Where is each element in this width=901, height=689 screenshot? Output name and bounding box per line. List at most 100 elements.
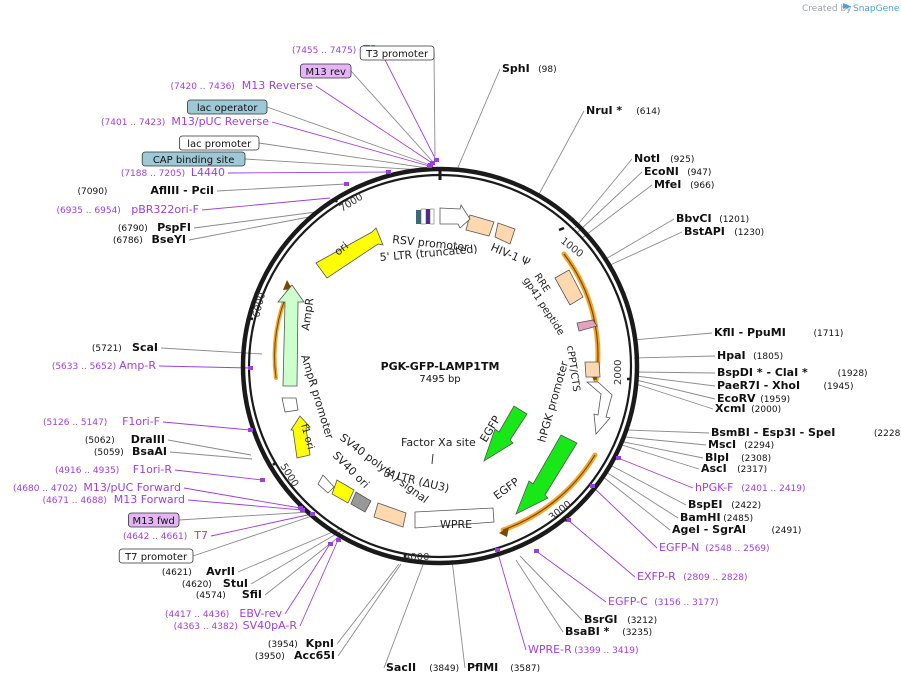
leader-line bbox=[623, 441, 704, 459]
primer-site-mark bbox=[427, 164, 432, 168]
gp41-feature bbox=[576, 319, 598, 332]
leader-line bbox=[624, 436, 707, 446]
site-label-draiii: DraIII(5062) bbox=[85, 433, 165, 446]
site-label-scai: ScaI(5721) bbox=[92, 341, 158, 354]
primer-site-mark bbox=[495, 548, 500, 552]
site-position: (2294) bbox=[744, 441, 774, 451]
site-position: (2548 .. 2569) bbox=[705, 544, 769, 554]
leader-line bbox=[167, 439, 252, 456]
site-position: (3849) bbox=[429, 664, 459, 674]
site-position: (614) bbox=[636, 107, 660, 117]
site-position: (1945) bbox=[824, 382, 854, 392]
snapgene-logo-icon bbox=[843, 3, 851, 9]
feature-badge-label: M13 fwd bbox=[132, 516, 174, 527]
site-position: (2401 .. 2419) bbox=[741, 484, 805, 494]
site-position: (4642 .. 4661) bbox=[123, 532, 187, 542]
site-position: (2422) bbox=[731, 501, 761, 511]
leader-line bbox=[183, 487, 301, 509]
site-name: ScaI bbox=[132, 341, 158, 354]
leader-line bbox=[496, 549, 527, 651]
site-name: PaeR7I - XhoI bbox=[717, 379, 800, 392]
primer-site-mark bbox=[616, 456, 621, 460]
site-name: SfiI bbox=[242, 588, 262, 601]
site-name: BlpI bbox=[705, 451, 729, 464]
ampr-feature bbox=[277, 284, 305, 387]
leader-line bbox=[634, 371, 716, 374]
leader-line bbox=[299, 539, 339, 627]
site-label-hpgk-f: hPGK-F(2401 .. 2419) bbox=[695, 481, 806, 494]
leader-line bbox=[162, 421, 251, 431]
sv40-polya-feature bbox=[350, 491, 372, 513]
site-name: SphI bbox=[502, 62, 530, 75]
site-position: (7455 .. 7475) bbox=[292, 46, 356, 56]
lac-operator-feature bbox=[426, 209, 430, 224]
site-label-sacii: SacII(3849) bbox=[386, 661, 459, 674]
site-label-bsabi: BsaBI *(3235) bbox=[565, 625, 652, 638]
site-position: (966) bbox=[690, 181, 714, 191]
site-label-agei-sgrai: AgeI - SgrAI(2491) bbox=[672, 523, 801, 536]
site-label-t7-promoter: T7 promoter bbox=[118, 548, 194, 564]
primer-marks bbox=[248, 158, 621, 553]
site-label-f1ori-f: F1ori-F(5126 .. 5147) bbox=[43, 415, 160, 428]
tick-mark bbox=[247, 316, 254, 321]
leader-line bbox=[379, 49, 437, 161]
site-position: (98) bbox=[538, 65, 556, 75]
site-position: (7401 .. 7423) bbox=[101, 118, 165, 128]
primer-site-mark bbox=[300, 508, 305, 512]
site-name: XcmI bbox=[715, 402, 746, 415]
site-name: StuI bbox=[223, 577, 248, 590]
leader-lines bbox=[158, 49, 716, 669]
leader-line bbox=[611, 465, 687, 506]
leader-line bbox=[617, 457, 694, 489]
leader-line bbox=[451, 559, 466, 669]
leader-line bbox=[160, 347, 263, 355]
site-name: AflIII - PciI bbox=[150, 184, 214, 197]
site-position: (4574) bbox=[196, 591, 226, 601]
lac-promoter-feature bbox=[420, 208, 427, 225]
site-name: MfeI bbox=[654, 178, 681, 191]
site-position: (3212) bbox=[627, 616, 657, 626]
site-label-mfei: MfeI (966) bbox=[654, 178, 714, 191]
leader-line bbox=[266, 106, 431, 166]
site-position: (5062) bbox=[85, 436, 115, 446]
site-position: (947) bbox=[687, 168, 711, 178]
site-name: AscI bbox=[701, 462, 727, 475]
site-name: HpaI bbox=[717, 349, 746, 362]
site-position: (6786) bbox=[113, 236, 143, 246]
feature-label-hpgk: hPGK promoter bbox=[535, 359, 571, 444]
primer-site-mark bbox=[344, 182, 349, 186]
site-position: (5633 .. 5652) bbox=[52, 362, 116, 372]
feature-badge-label: lac promoter bbox=[187, 139, 252, 150]
site-position: (1201) bbox=[719, 215, 749, 225]
site-name: BseYI bbox=[152, 233, 186, 246]
site-name: BspEI bbox=[688, 498, 722, 511]
site-name: EGFP-C bbox=[608, 595, 648, 608]
leader-line bbox=[284, 543, 331, 615]
rre-feature bbox=[554, 269, 584, 306]
site-label-blpi: BlpI(2308) bbox=[705, 451, 771, 464]
site-label-wpre-r: WPRE-R(3399 .. 3419) bbox=[528, 643, 639, 656]
site-name: BbvCI bbox=[676, 212, 712, 225]
site-label-ebv-rev: EBV-rev(4417 .. 4436) bbox=[165, 607, 282, 620]
site-label-pbr322ori-f: pBR322ori-F(6935 .. 6954) bbox=[57, 203, 199, 216]
feature-badge bbox=[359, 45, 435, 61]
primer-site-mark bbox=[310, 512, 315, 516]
site-position: (1805) bbox=[753, 352, 783, 362]
leader-line bbox=[433, 52, 436, 157]
hpgk-promoter-feature bbox=[585, 381, 613, 435]
five-ltr-feature bbox=[465, 214, 495, 237]
plasmid-size: 7495 bp bbox=[419, 374, 460, 385]
site-position: (1230) bbox=[734, 228, 764, 238]
leader-line bbox=[169, 451, 253, 460]
leader-line bbox=[174, 469, 263, 481]
site-label-hpai: HpaI (1805) bbox=[717, 349, 783, 362]
feature-label-factor-xa: Factor Xa site bbox=[401, 436, 476, 449]
credit-brand: SnapGene bbox=[853, 4, 900, 14]
site-label-bsmbi-esp3i-spei: BsmBI - Esp3I - SpeI(2228) bbox=[711, 426, 901, 439]
site-label-kpni: KpnI(3954) bbox=[268, 637, 334, 650]
site-position: (2491) bbox=[772, 526, 802, 536]
leader-line bbox=[605, 471, 679, 519]
site-label-avrii: AvrII(4621) bbox=[162, 565, 235, 578]
leader-line bbox=[315, 85, 433, 164]
primer-site-mark bbox=[434, 158, 439, 162]
